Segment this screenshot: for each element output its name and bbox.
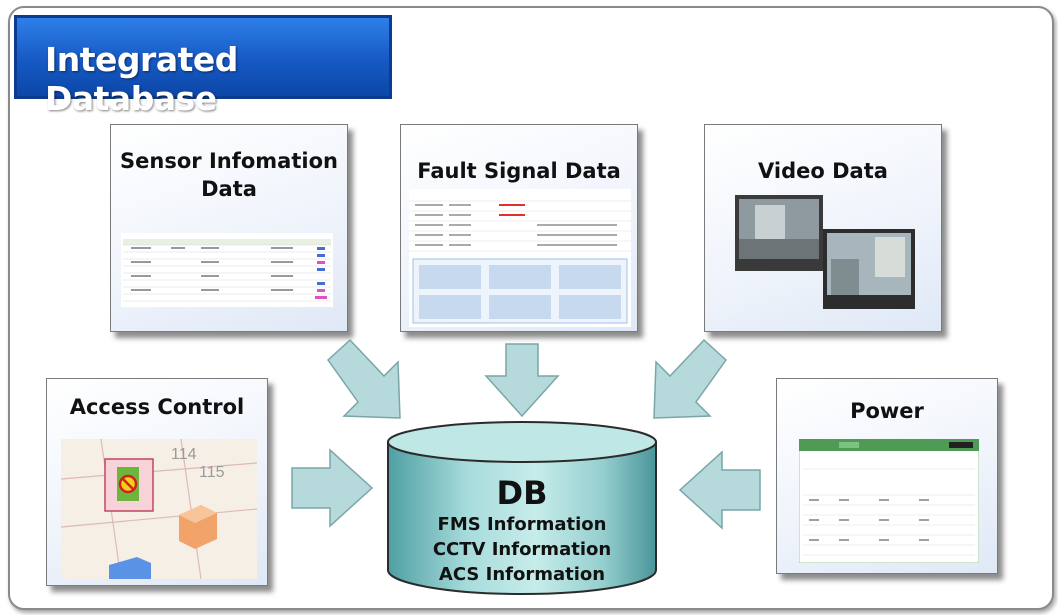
db-label: DB: [496, 474, 548, 512]
map-room-114: 114: [171, 446, 197, 463]
arrow-access-to-db: [291, 448, 374, 528]
cctv-thumbnail-front: [823, 229, 915, 309]
cctv-thumbnail-back: [735, 195, 823, 271]
fault-log-thumbnail: [409, 189, 631, 327]
db-line-fms: FMS Information: [437, 514, 607, 535]
fault-card: Fault Signal Data: [400, 124, 638, 332]
arrow-video-to-db: [653, 338, 727, 419]
access-map-thumbnail: 114 115: [61, 439, 257, 579]
power-title: Power: [850, 399, 924, 423]
map-room-115: 115: [199, 464, 225, 481]
video-card: Video Data: [704, 124, 942, 332]
power-panel-thumbnail: [799, 439, 979, 563]
access-title: Access Control: [69, 395, 245, 419]
sensor-card: Sensor Infomation Data: [110, 124, 348, 332]
database-cylinder: [387, 421, 657, 595]
sensor-title: Sensor Infomation Data: [120, 149, 338, 201]
arrow-sensor-to-db: [327, 338, 401, 419]
arrow-fault-to-db: [484, 343, 560, 418]
title-banner: Integrated Database: [14, 15, 392, 118]
diagram-title: Integrated Database: [45, 40, 238, 118]
db-line-acs: ACS Information: [438, 564, 606, 585]
db-line-cctv: CCTV Information: [432, 539, 612, 560]
sensor-table-thumbnail: [121, 233, 333, 307]
arrow-power-to-db: [678, 450, 761, 530]
access-card: Access Control 114 115: [46, 378, 268, 586]
fault-title: Fault Signal Data: [417, 159, 621, 183]
power-card: Power: [776, 378, 998, 574]
video-title: Video Data: [758, 159, 888, 183]
